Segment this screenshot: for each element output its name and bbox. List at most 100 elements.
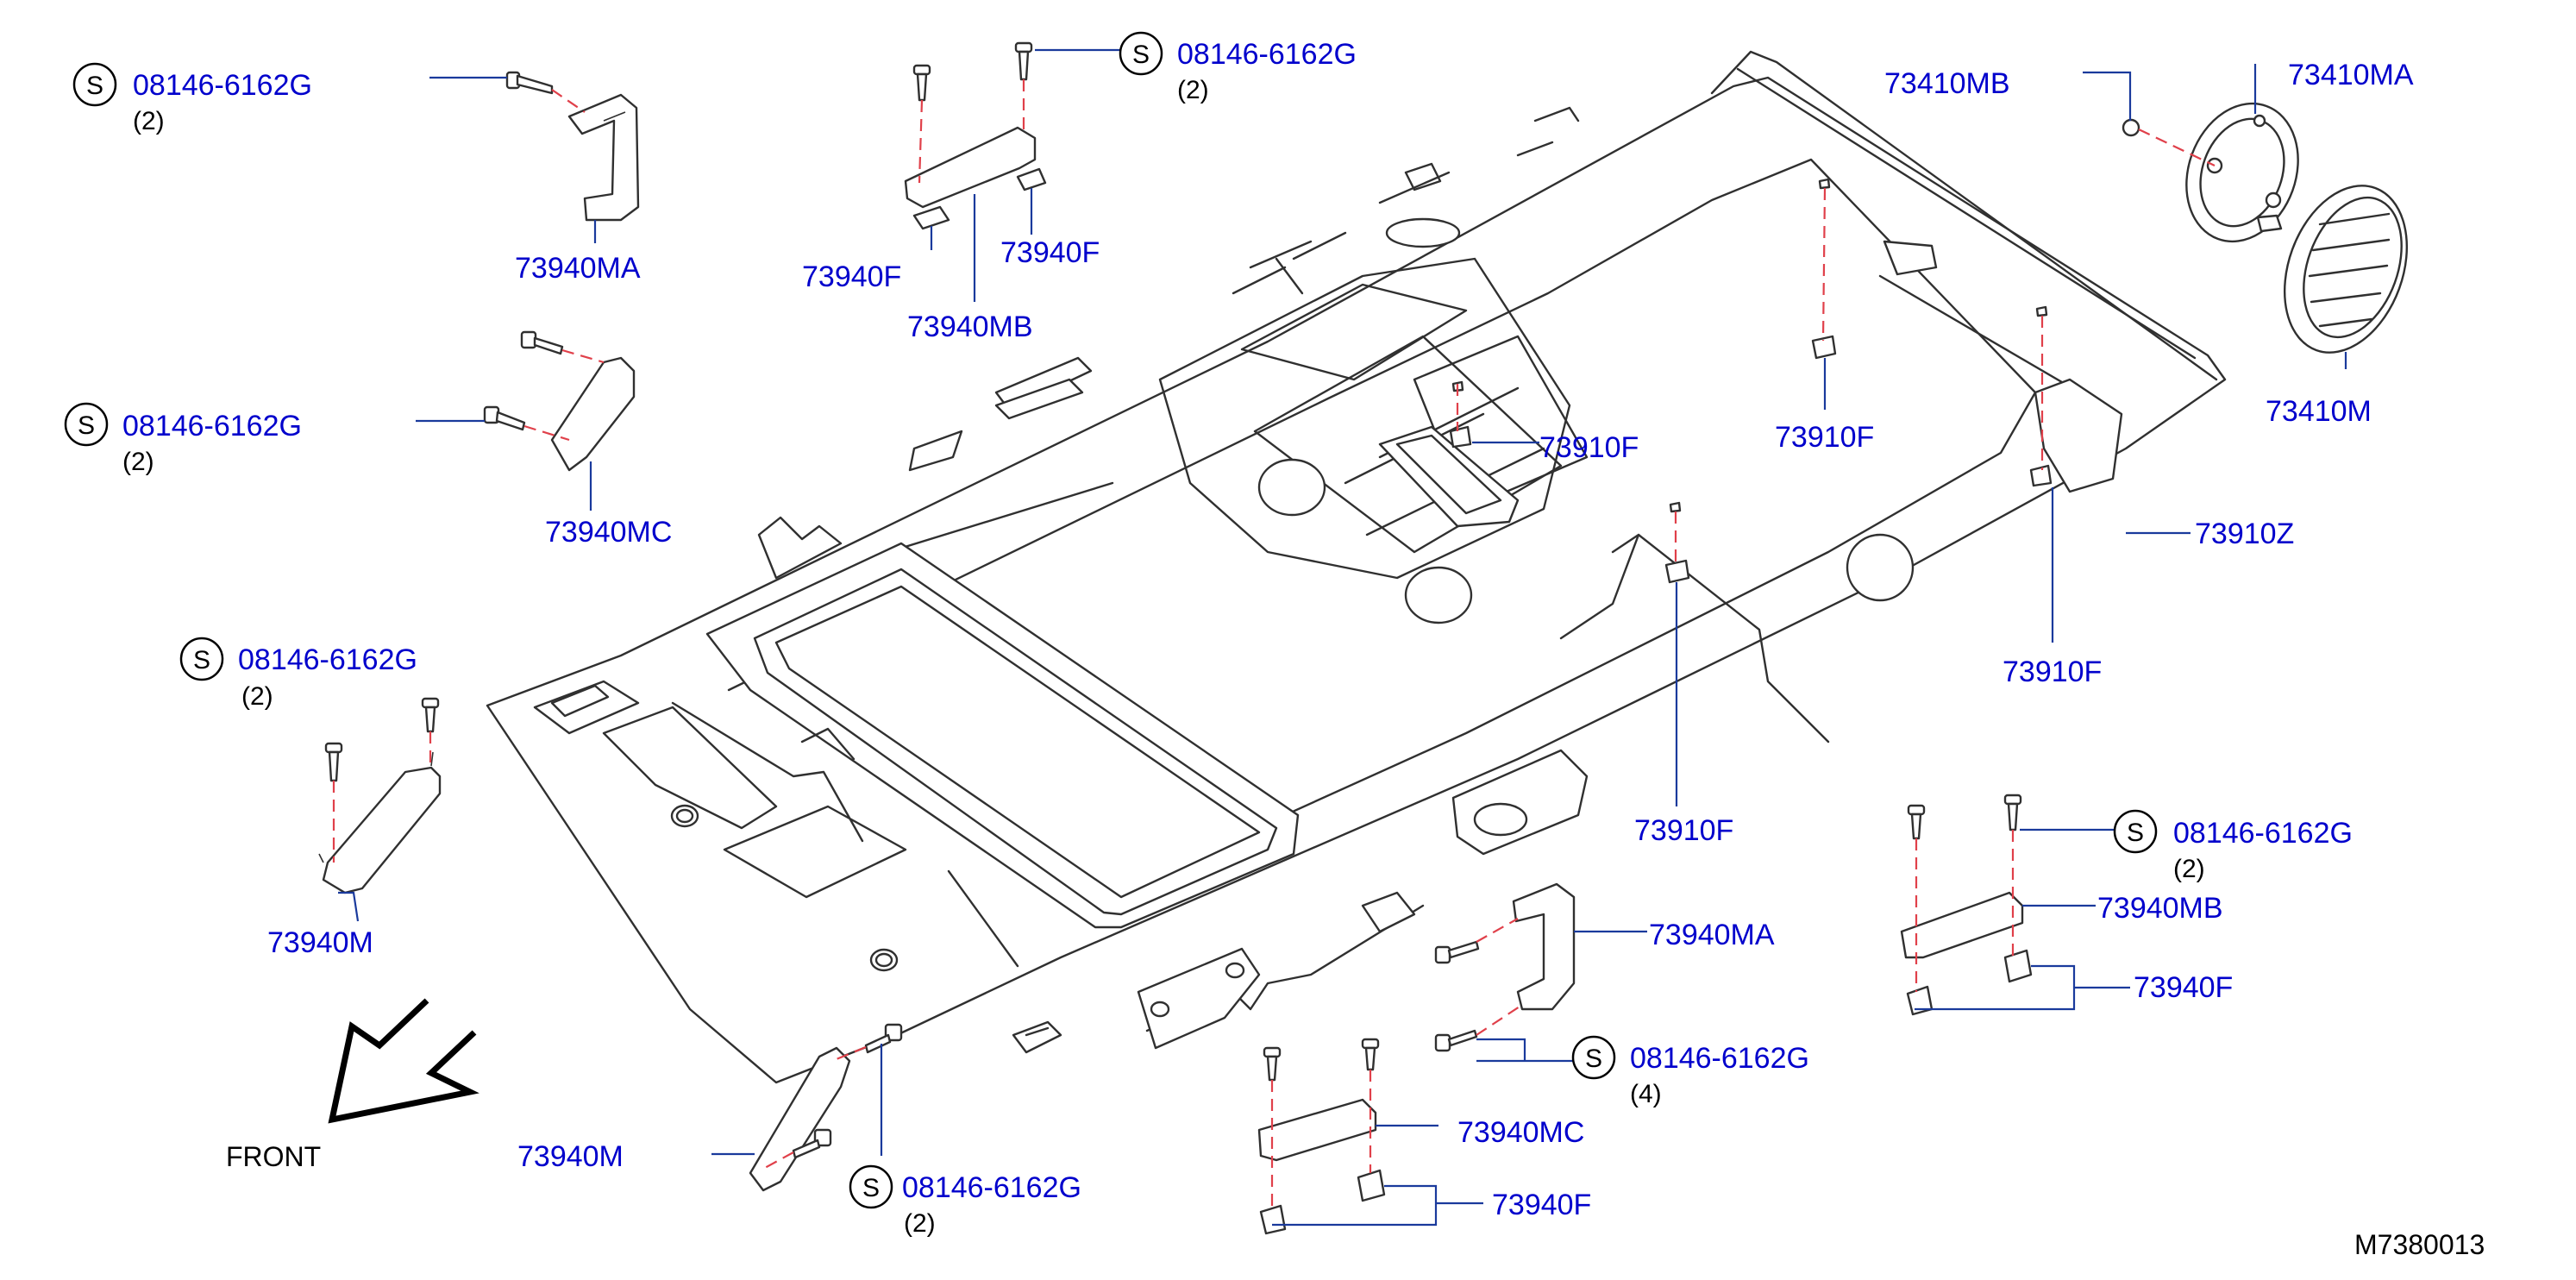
screw-icon: [520, 330, 564, 355]
overhead-console: [1378, 425, 1520, 528]
part-label[interactable]: 73940F: [2134, 971, 2233, 1004]
screw-icon: [483, 405, 526, 431]
assembly-guides: [332, 79, 2216, 1212]
svg-text:S: S: [193, 646, 210, 675]
screw-callout-bottom-mid[interactable]: S 08146-6162G (4): [1571, 1035, 1809, 1108]
svg-text:08146-6162G: 08146-6162G: [122, 410, 302, 442]
svg-text:S: S: [1132, 41, 1150, 69]
lamp-icon: [1846, 533, 1915, 602]
screw-icon: [421, 697, 440, 733]
part-label[interactable]: 73910F: [1634, 814, 1733, 847]
part-label[interactable]: 73910F: [1539, 431, 1639, 464]
part-label[interactable]: 73410MB: [1884, 67, 2010, 100]
diagram-code: M7380013: [2354, 1229, 2485, 1260]
svg-text:S: S: [86, 72, 103, 100]
svg-text:(2): (2): [1177, 76, 1209, 104]
screw-callout-top[interactable]: S 08146-6162G (2): [1119, 31, 1357, 104]
part-label[interactable]: 73940MB: [2097, 892, 2223, 925]
grip-icon[interactable]: [749, 1046, 851, 1192]
speaker-grille-icon[interactable]: [2256, 168, 2429, 369]
part-label[interactable]: 73940M: [267, 926, 373, 959]
grip-icon[interactable]: [1257, 1098, 1377, 1162]
front-arrow-icon: [328, 998, 479, 1124]
clip-icon: [1449, 380, 1472, 449]
screw-icon: [1434, 940, 1480, 964]
clip-icon: [2029, 305, 2053, 487]
screw-callout-bottom-left[interactable]: S 08146-6162G (2): [849, 1164, 1081, 1238]
sunroof-frame: [705, 542, 1300, 929]
screw-icon: [864, 1023, 903, 1054]
svg-text:S: S: [78, 411, 95, 440]
svg-text:S: S: [2127, 819, 2144, 847]
part-label[interactable]: 73940MB: [907, 311, 1033, 343]
svg-text:08146-6162G: 08146-6162G: [133, 69, 312, 102]
part-label[interactable]: 73940F: [802, 260, 901, 293]
part-label[interactable]: 73910Z: [2195, 518, 2294, 550]
grip-icon[interactable]: [318, 751, 442, 894]
dome-hole-2: [869, 948, 899, 972]
screw-callout-left3[interactable]: S 08146-6162G (2): [179, 637, 417, 711]
clip-icon: [2003, 949, 2033, 983]
svg-text:(2): (2): [133, 107, 165, 135]
screw-callout-tl[interactable]: S 08146-6162G (2): [72, 62, 312, 135]
clip-icon: [1259, 1204, 1287, 1235]
lamp-icon: [1385, 217, 1461, 248]
screw-icon: [1014, 41, 1033, 81]
part-label[interactable]: 73910F: [1775, 421, 1874, 454]
svg-text:08146-6162G: 08146-6162G: [902, 1171, 1081, 1204]
part-label[interactable]: 73910F: [2003, 656, 2102, 688]
part-label[interactable]: 73940F: [1492, 1189, 1591, 1221]
part-label[interactable]: 73410MA: [2288, 59, 2414, 91]
svg-text:08146-6162G: 08146-6162G: [2173, 817, 2353, 850]
svg-text:S: S: [862, 1174, 880, 1202]
screw-icon: [1361, 1038, 1380, 1071]
screw-callout-left2[interactable]: S 08146-6162G (2): [64, 402, 302, 476]
part-label[interactable]: 73940MC: [1457, 1116, 1584, 1149]
grip-icon[interactable]: [550, 356, 636, 472]
clip-icon: [1016, 167, 1047, 191]
lamp-icon: [1404, 566, 1473, 624]
rear-grip-mount: [1451, 749, 1589, 856]
lamp-icon: [1257, 458, 1326, 517]
svg-text:08146-6162G: 08146-6162G: [1177, 38, 1357, 71]
svg-text:(4): (4): [1630, 1080, 1662, 1108]
clip-icon: [1357, 1169, 1386, 1202]
headliner-panel[interactable]: [486, 50, 2227, 1084]
svg-text:(2): (2): [2173, 855, 2205, 883]
svg-text:08146-6162G: 08146-6162G: [238, 643, 417, 676]
screw-icon: [912, 64, 931, 102]
screw-icon: [792, 1128, 832, 1159]
grip-icon[interactable]: [567, 93, 640, 222]
speaker-ring[interactable]: [2168, 88, 2317, 258]
svg-text:08146-6162G: 08146-6162G: [1630, 1042, 1809, 1075]
svg-text:S: S: [1585, 1045, 1602, 1073]
part-label[interactable]: 73940M: [517, 1140, 624, 1173]
clip-icon: [912, 205, 950, 230]
front-label: FRONT: [226, 1141, 321, 1172]
clip-icon: [1664, 501, 1690, 584]
clip-icon: [1811, 178, 1837, 360]
screw-icon: [505, 71, 554, 95]
part-label[interactable]: 73940MA: [515, 252, 641, 285]
screw-icon: [1263, 1046, 1282, 1082]
svg-text:(2): (2): [904, 1209, 936, 1238]
screw-icon: [2003, 794, 2022, 831]
svg-text:(2): (2): [241, 682, 273, 711]
part-label[interactable]: 73940F: [1000, 236, 1100, 269]
leader-lines: [338, 48, 2347, 1227]
svg-text:(2): (2): [122, 448, 154, 476]
part-label[interactable]: 73940MC: [545, 516, 672, 549]
screw-callout-right[interactable]: S 08146-6162G (2): [2113, 809, 2353, 883]
grip-icon[interactable]: [904, 126, 1037, 209]
part-labels: 73940MA 73940F 73940F 73940MB 73940MC 73…: [267, 59, 2414, 1221]
screw-icon: [324, 742, 343, 782]
clip-icon: [1906, 985, 1934, 1016]
grip-icon[interactable]: [1512, 882, 1576, 1011]
dome-hole-1: [670, 804, 699, 828]
screw-icon: [2122, 118, 2140, 137]
screw-icon: [1434, 1029, 1478, 1052]
part-label[interactable]: 73410M: [2266, 395, 2372, 428]
grip-icon[interactable]: [1900, 891, 2024, 959]
part-label[interactable]: 73940MA: [1649, 919, 1775, 951]
